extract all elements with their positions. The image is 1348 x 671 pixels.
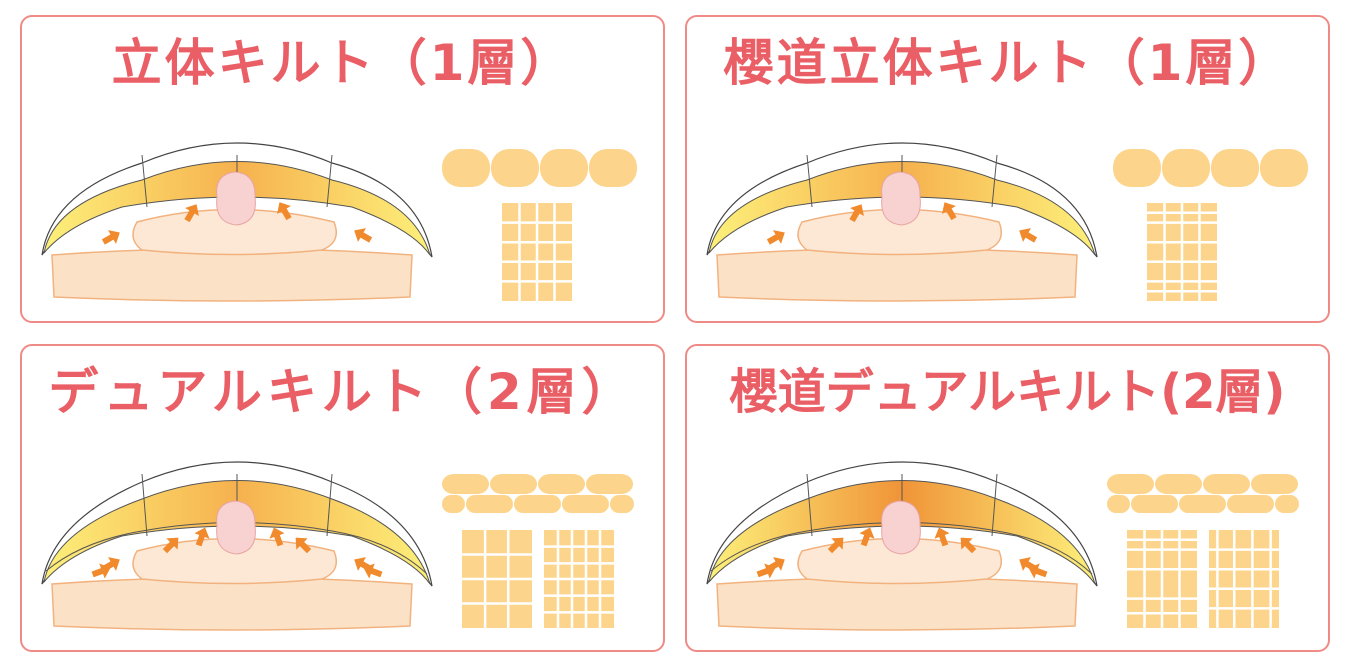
heat-arrow-icon — [363, 563, 383, 579]
batting-cross-section-bottom — [466, 495, 513, 513]
batting-cross-section-top — [1155, 474, 1202, 494]
batting-cross-section-bottom — [562, 495, 609, 513]
arrow-shape — [934, 527, 950, 547]
heat-arrow-icon — [354, 228, 373, 243]
batting-cross-section — [491, 149, 539, 187]
quilt-batting — [708, 161, 1096, 256]
heat-arrow-icon — [859, 527, 875, 547]
batting-cross-section-bottom — [1131, 495, 1178, 513]
arrow-shape — [184, 204, 199, 223]
arrow-shape — [827, 537, 844, 554]
arrow-shape — [269, 527, 285, 547]
batting-cross-section — [589, 149, 637, 187]
panel-title: 櫻道デュアルキルト(2層) — [729, 364, 1286, 420]
arrow-shape — [194, 527, 210, 547]
arrow-shape — [756, 563, 776, 579]
quilt-seam — [991, 473, 998, 537]
heat-arrow-icon — [101, 230, 120, 245]
sleeper-head — [216, 171, 256, 226]
heat-arrow-icon — [269, 527, 285, 547]
arrow-shape — [766, 230, 785, 245]
arrow-shape — [363, 563, 383, 579]
panel-sakuramichi-dual-quilt-2-layer: 櫻道デュアルキルト(2層) — [685, 344, 1330, 652]
quilt-seam — [806, 154, 813, 208]
heat-arrow-icon — [1028, 563, 1048, 579]
quilt-grid-pattern-bottom — [1209, 530, 1279, 628]
heat-arrow-icon — [277, 202, 292, 221]
batting-cross-section — [1113, 149, 1161, 187]
batting-cross-section-bottom — [1275, 495, 1299, 513]
mattress — [716, 576, 1078, 631]
arrow-shape — [162, 537, 179, 554]
arrow-shape — [1019, 228, 1038, 243]
batting-cross-section — [1260, 149, 1308, 187]
batting-cross-section-bottom — [514, 495, 561, 513]
quilt-seam — [326, 154, 333, 208]
heat-arrow-icon — [184, 204, 199, 223]
sleeper-head — [881, 500, 921, 555]
arrow-shape — [942, 202, 957, 221]
panel-sakuramichi-3d-quilt-1-layer: 櫻道立体キルト（1層） — [685, 15, 1330, 323]
quilt-seam — [991, 154, 998, 208]
quilt-seam — [806, 473, 813, 537]
batting-cross-section-bottom — [610, 495, 634, 513]
batting-cross-section-top — [586, 474, 633, 494]
arrow-shape — [960, 537, 977, 554]
heat-arrow-icon — [91, 563, 111, 579]
arrow-shape — [91, 563, 111, 579]
arrow-shape — [849, 204, 864, 223]
batting-cross-section-bottom — [1227, 495, 1274, 513]
quilt-batting — [43, 161, 431, 256]
heat-arrow-icon — [827, 537, 844, 554]
sleeper-head — [881, 171, 921, 226]
batting-cross-section-bottom — [442, 495, 465, 513]
arrow-shape — [859, 527, 875, 547]
arrow-shape — [295, 537, 312, 554]
quilt-illustration — [706, 142, 1308, 302]
heat-arrow-icon — [766, 230, 785, 245]
quilt-seam — [326, 473, 333, 537]
arrow-shape — [101, 230, 120, 245]
batting-cross-section — [1211, 149, 1259, 187]
mattress — [51, 247, 413, 302]
heat-arrow-icon — [1019, 228, 1038, 243]
mattress — [51, 576, 413, 631]
batting-cross-section-top — [1251, 474, 1298, 494]
panel-3d-quilt-1-layer: 立体キルト（1層） — [20, 15, 665, 323]
mattress — [716, 247, 1078, 302]
batting-cross-section — [540, 149, 588, 187]
heat-arrow-icon — [295, 537, 312, 554]
sleeper-head — [216, 500, 256, 555]
quilt-batting — [708, 480, 1096, 585]
heat-arrow-icon — [849, 204, 864, 223]
arrow-shape — [1028, 563, 1048, 579]
batting-cross-section — [1162, 149, 1210, 187]
batting-cross-section-top — [538, 474, 585, 494]
panel-title: 立体キルト（1層） — [111, 34, 574, 92]
panel-dual-quilt-2-layer: デュアルキルト（2層） — [20, 344, 665, 652]
quilt-seam — [141, 154, 148, 208]
batting-cross-section-bottom — [1179, 495, 1226, 513]
heat-arrow-icon — [960, 537, 977, 554]
heat-arrow-icon — [934, 527, 950, 547]
batting-cross-section-top — [1203, 474, 1250, 494]
heat-arrow-icon — [162, 537, 179, 554]
batting-cross-section-bottom — [1107, 495, 1130, 513]
quilt-batting — [43, 480, 431, 585]
panel-title: デュアルキルト（2層） — [48, 363, 637, 421]
panel-title: 櫻道立体キルト（1層） — [723, 34, 1292, 92]
heat-arrow-icon — [756, 563, 776, 579]
arrow-shape — [277, 202, 292, 221]
batting-cross-section-top — [490, 474, 537, 494]
quilt-seam — [141, 473, 148, 537]
heat-arrow-icon — [194, 527, 210, 547]
heat-arrow-icon — [942, 202, 957, 221]
quilt-illustration — [706, 461, 1299, 631]
quilt-illustration — [41, 461, 634, 631]
batting-cross-section-top — [1107, 474, 1154, 494]
arrow-shape — [354, 228, 373, 243]
batting-cross-section-top — [442, 474, 489, 494]
quilt-illustration — [41, 142, 637, 302]
batting-cross-section — [442, 149, 490, 187]
